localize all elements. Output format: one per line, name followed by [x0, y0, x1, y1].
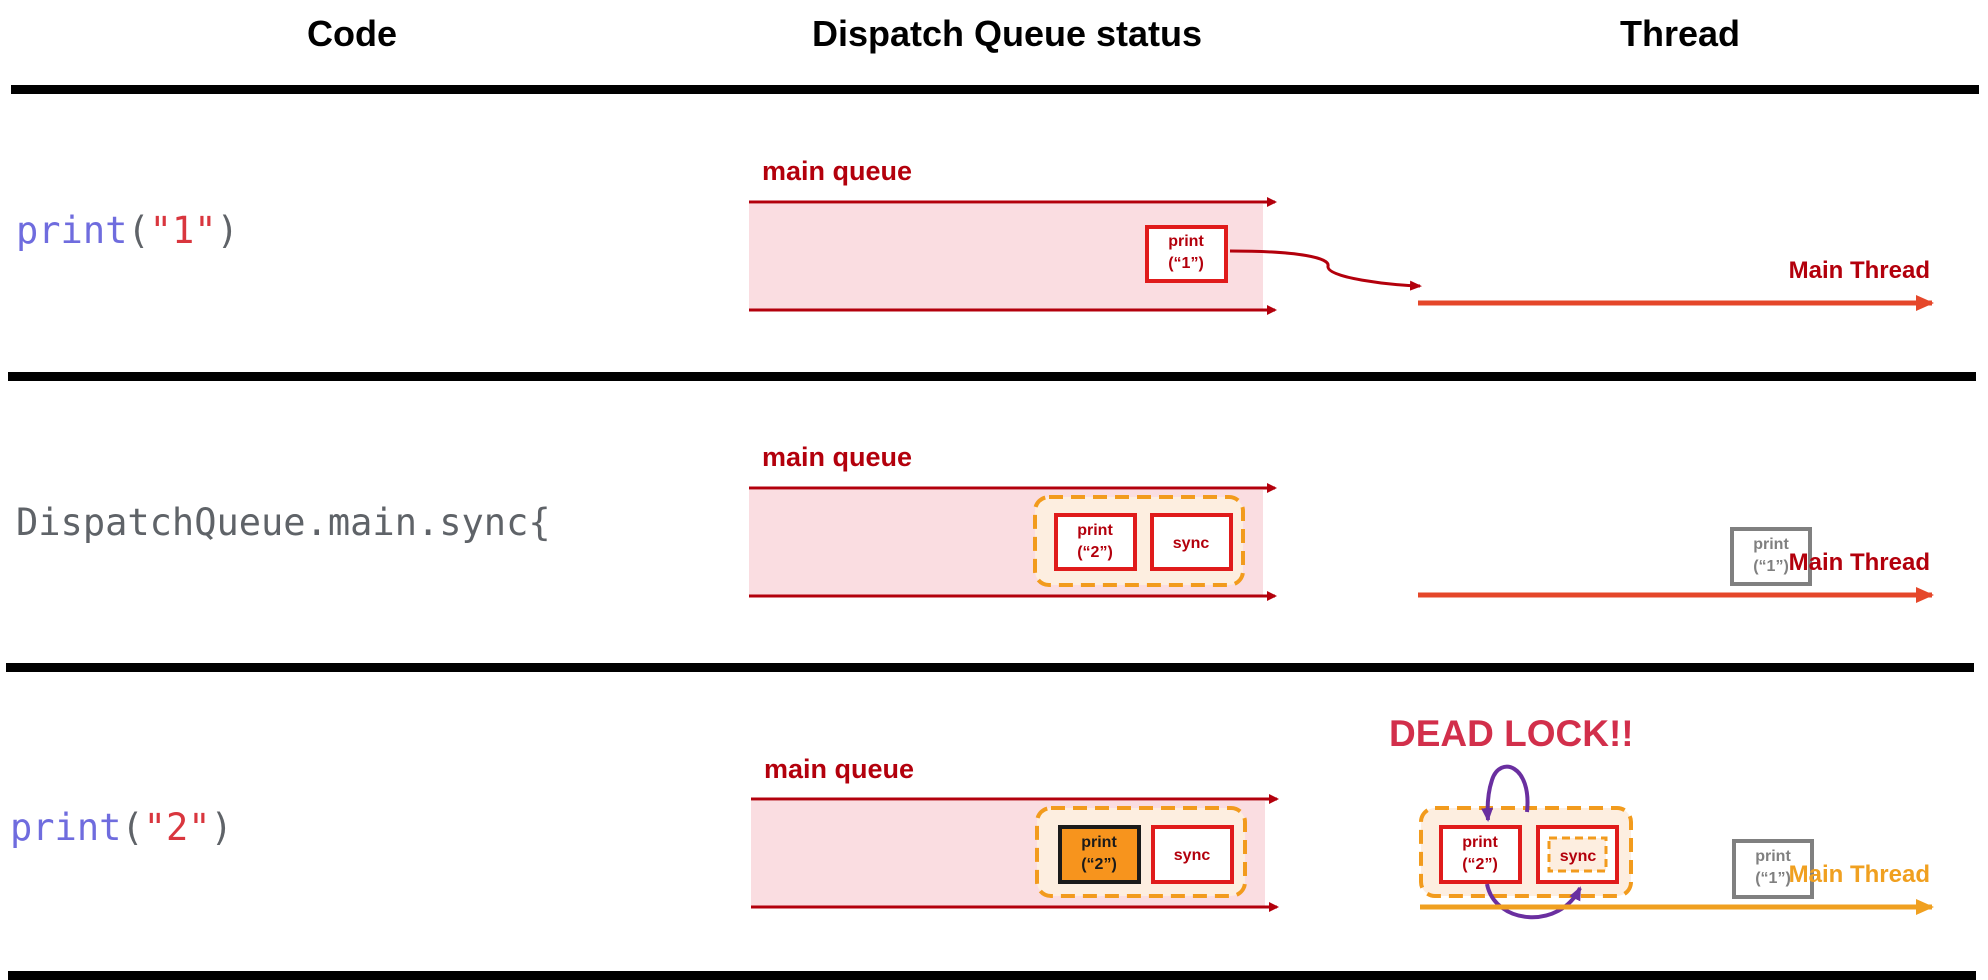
row-2: DispatchQueue.main.sync{ main queue prin… — [16, 442, 1934, 603]
header-thread: Thread — [1620, 13, 1740, 54]
svg-text:print: print — [1168, 233, 1204, 250]
code-paren-close: ) — [211, 806, 233, 849]
deadlock-label: DEAD LOCK!! — [1389, 713, 1634, 754]
separator-top — [11, 85, 1979, 94]
svg-text:print: print — [1753, 536, 1789, 553]
svg-text:print: print — [1462, 834, 1498, 851]
svg-text:print: print — [1081, 834, 1117, 851]
code-paren-close: ) — [217, 209, 239, 252]
thread-done-print-1: print (“1”) — [1732, 839, 1814, 899]
svg-text:sync: sync — [1174, 847, 1211, 864]
queue-task-print-2: print (“2”) — [1054, 513, 1137, 571]
svg-text:(“1”): (“1”) — [1168, 255, 1204, 272]
code-string: "1" — [150, 209, 217, 252]
svg-text:(“2”): (“2”) — [1081, 856, 1117, 873]
code-line-2: DispatchQueue.main.sync{ — [16, 501, 551, 544]
thread-done-print-1: print (“1”) — [1730, 527, 1812, 586]
code-paren-open: ( — [121, 806, 143, 849]
queue-label: main queue — [762, 156, 912, 186]
svg-text:print: print — [1755, 848, 1791, 865]
deadlock-arrow-up — [1481, 764, 1530, 822]
svg-text:(“1”): (“1”) — [1753, 558, 1789, 575]
code-line-1: print("1") — [16, 209, 239, 252]
code-paren-open: ( — [127, 209, 149, 252]
row-3: print("2") main queue print (“2”) sync D… — [10, 713, 1934, 920]
queue-task-sync: sync — [1150, 513, 1233, 571]
svg-text:(“2”): (“2”) — [1077, 544, 1113, 561]
deadlock-task-print-2: print (“2”) — [1439, 825, 1522, 884]
svg-text:print: print — [1077, 522, 1113, 539]
code-line-3: print("2") — [10, 806, 233, 849]
svg-text:sync: sync — [1173, 535, 1210, 552]
header-queue-status: Dispatch Queue status — [812, 13, 1202, 54]
svg-text:(“2”): (“2”) — [1462, 856, 1498, 873]
header-code: Code — [307, 13, 397, 54]
main-thread-label: Main Thread — [1789, 549, 1930, 576]
separator-row1 — [8, 372, 1976, 381]
queue-label: main queue — [764, 754, 914, 784]
deadlock-arrow-down — [1485, 883, 1582, 920]
main-thread-label: Main Thread — [1789, 861, 1930, 888]
queue-task-print-2-executing: print (“2”) — [1058, 825, 1141, 884]
separator-bottom — [8, 971, 1976, 980]
queue-task-print-1: print (“1”) — [1145, 225, 1228, 283]
dispatch-arrow — [1229, 249, 1422, 291]
separator-row2 — [6, 663, 1974, 672]
code-string: "2" — [144, 806, 211, 849]
svg-text:(“1”): (“1”) — [1755, 870, 1791, 887]
deadlock-task-sync: sync — [1536, 825, 1619, 884]
code-func: print — [16, 209, 127, 252]
code-func: print — [10, 806, 121, 849]
queue-label: main queue — [762, 442, 912, 472]
main-thread-label: Main Thread — [1789, 257, 1930, 284]
queue-task-sync: sync — [1151, 825, 1234, 884]
row-1: print("1") main queue print (“1”) Main T… — [16, 156, 1934, 315]
svg-text:sync: sync — [1560, 848, 1597, 865]
